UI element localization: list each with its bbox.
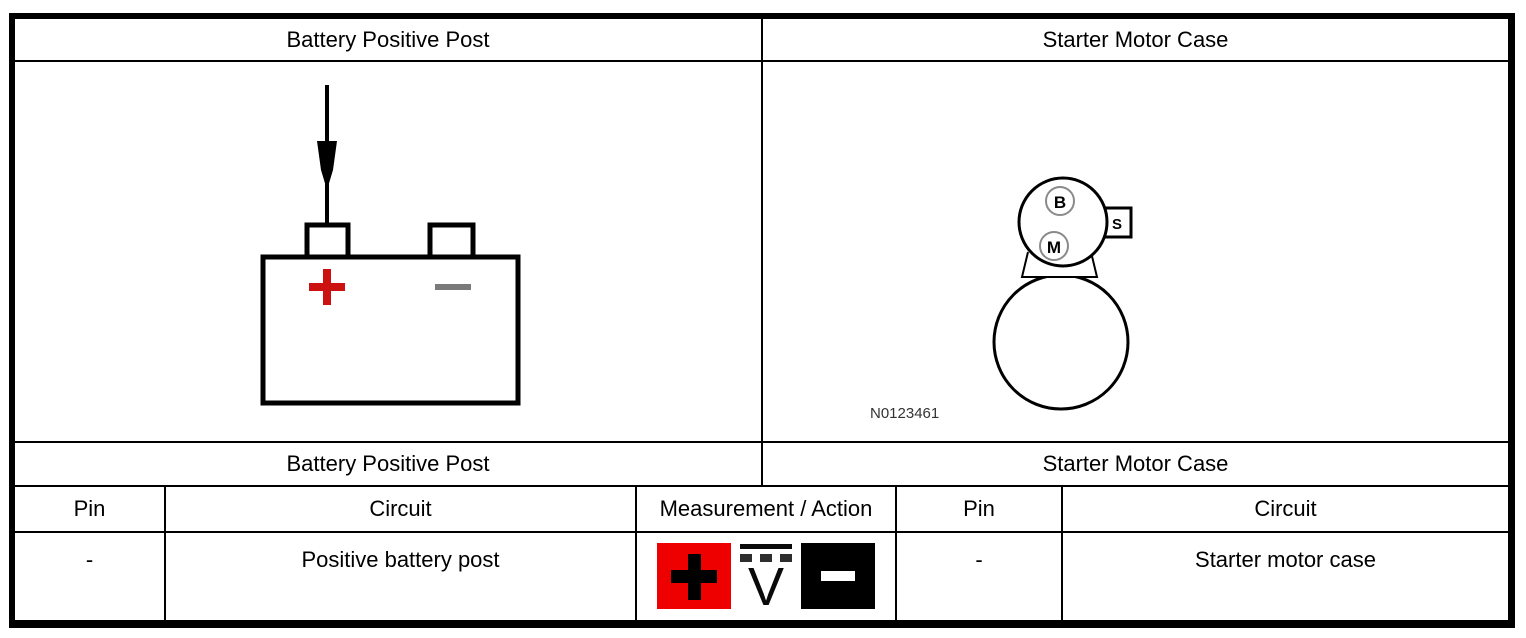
cell-circuit-right: Starter motor case <box>1195 547 1376 572</box>
header-row: Battery Positive Post Starter Motor Case <box>15 19 1508 62</box>
battery-header-title: Battery Positive Post <box>286 26 490 52</box>
table-header-row: Pin Circuit Measurement / Action Pin Cir… <box>15 487 1508 533</box>
positive-lead-icon <box>657 543 731 609</box>
battery-header-cell: Battery Positive Post <box>15 19 763 60</box>
plus-bar-vertical <box>688 554 701 600</box>
col-header-circuit-left: Circuit <box>166 487 637 531</box>
diagram-row: B M S N0123461 <box>15 62 1508 443</box>
pinpoint-test-table: Battery Positive Post Starter Motor Case <box>9 13 1515 628</box>
measurement-icon-strip: V <box>657 543 875 617</box>
caption-row: Battery Positive Post Starter Motor Case <box>15 443 1508 487</box>
dc-dashed-bar <box>740 554 792 562</box>
cell-circuit-left: Positive battery post <box>166 533 637 620</box>
terminal-s-label: S <box>1112 216 1122 233</box>
dc-voltage-icon: V <box>734 543 798 617</box>
terminal-b-label: B <box>1054 193 1066 212</box>
col-header-pin-left: Pin <box>15 487 166 531</box>
battery-body <box>260 254 521 406</box>
terminal-m-label: M <box>1047 238 1061 257</box>
battery-caption-cell: Battery Positive Post <box>15 443 763 485</box>
starter-motor-diagram: B M S N0123461 <box>870 176 1133 422</box>
battery-negative-post-terminal <box>427 222 476 260</box>
battery-positive-post-terminal <box>304 222 351 260</box>
col-header-pin-right: Pin <box>897 487 1063 531</box>
test-probe-icon <box>317 141 337 190</box>
cell-pin-right: - <box>897 533 1063 620</box>
figure-number-label: N0123461 <box>870 405 939 422</box>
starter-header-cell: Starter Motor Case <box>763 19 1508 60</box>
battery-caption: Battery Positive Post <box>286 451 490 476</box>
cell-measurement-action: V <box>637 533 897 620</box>
minus-bar <box>821 571 855 581</box>
negative-lead-icon <box>801 543 875 609</box>
starter-solenoid-circle <box>1017 176 1109 268</box>
terminal-b-circle <box>1045 186 1075 216</box>
battery-diagram-cell <box>15 62 763 441</box>
col-header-circuit-right: Circuit <box>1254 496 1317 521</box>
starter-motor-case-circle <box>992 273 1130 411</box>
terminal-m-circle <box>1039 231 1069 261</box>
battery-diagram <box>260 85 521 406</box>
starter-caption-cell: Starter Motor Case <box>763 443 1508 485</box>
starter-header-title: Starter Motor Case <box>1042 26 1229 52</box>
table-data-row: - Positive battery post V <box>15 533 1508 620</box>
starter-diagram-cell: B M S N0123461 <box>763 62 1508 441</box>
dc-solid-bar <box>740 544 792 549</box>
starter-caption: Starter Motor Case <box>1042 451 1229 476</box>
battery-positive-symbol <box>309 269 345 305</box>
col-header-measurement-action: Measurement / Action <box>637 487 897 531</box>
cell-pin-left: - <box>15 533 166 620</box>
voltmeter-letter: V <box>747 557 785 617</box>
